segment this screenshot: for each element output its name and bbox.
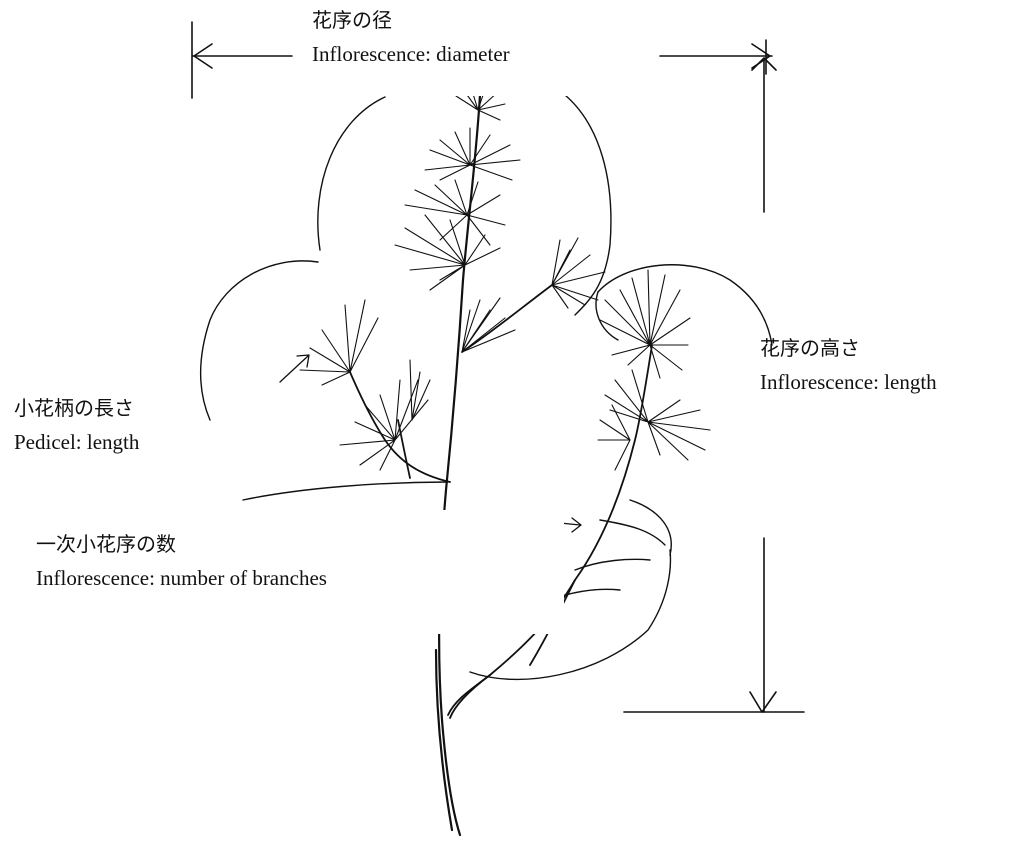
diameter-label-en: Inflorescence: diameter [312, 44, 652, 65]
secondary-axis [448, 285, 652, 718]
pedicel-label-jp: 小花柄の長さ [14, 398, 139, 418]
branches-label-jp: 一次小花序の数 [36, 534, 556, 554]
length-label-jp: 花序の高さ [760, 338, 937, 358]
diameter-label-jp: 花序の径 [312, 10, 652, 30]
diameter-label: 花序の径 Inflorescence: diameter [308, 8, 656, 96]
length-label-en: Inflorescence: length [760, 372, 937, 393]
pedicel-label: 小花柄の長さ Pedicel: length [8, 396, 145, 455]
branches-label: 一次小花序の数 Inflorescence: number of branche… [28, 510, 564, 634]
pointer-arrows [280, 355, 581, 532]
branches-label-en: Inflorescence: number of branches [36, 568, 556, 589]
length-label: 花序の高さ Inflorescence: length [760, 338, 937, 393]
bristle-clusters [300, 84, 710, 470]
pedicel-label-en: Pedicel: length [14, 432, 139, 453]
